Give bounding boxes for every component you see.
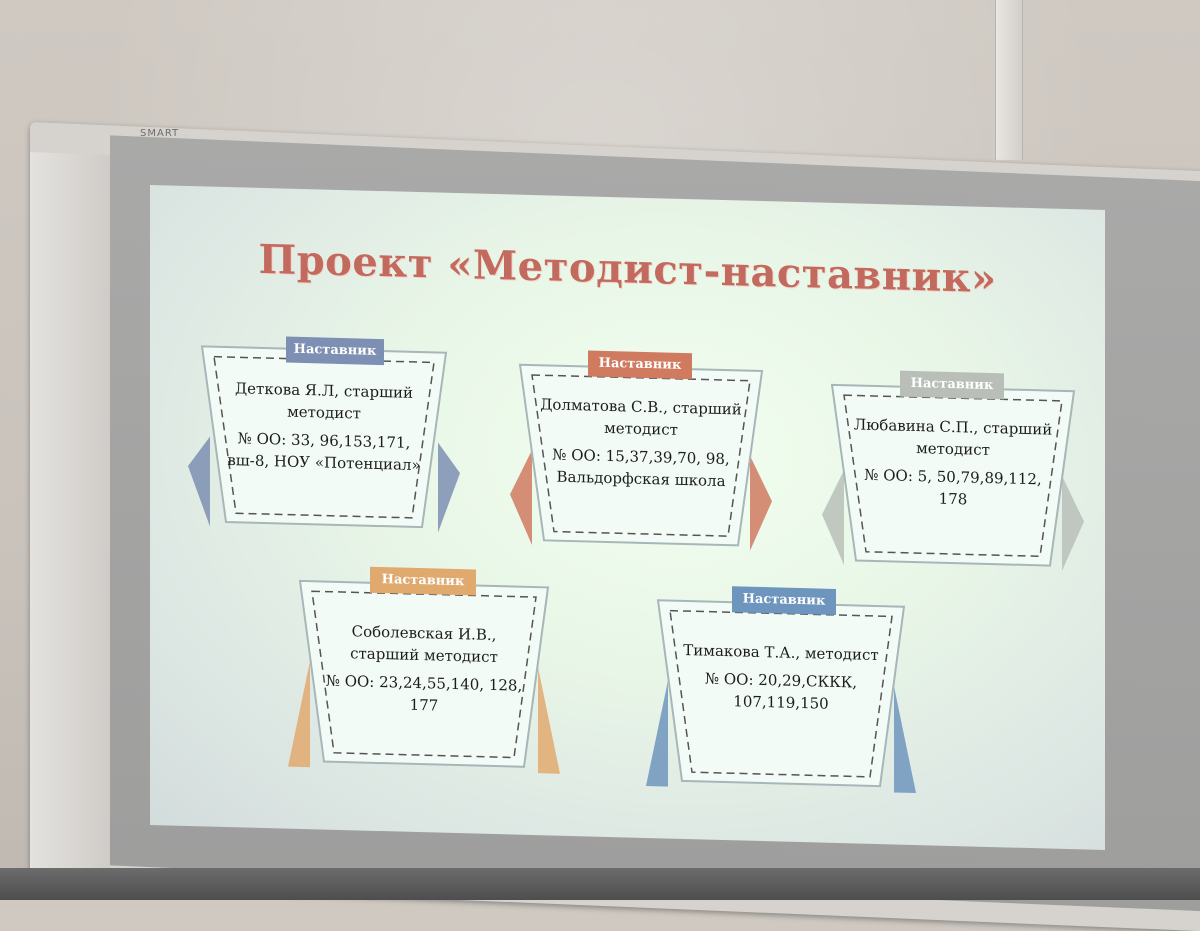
mentor-card-4: Наставник Соболевская И.В., старший мето… (288, 566, 560, 774)
mentor-card-3: Наставник Любавина С.П., старший методис… (822, 370, 1084, 572)
school-list: № ОО: 15,37,39,70, 98, Вальдорфская школ… (552, 445, 730, 491)
card-frame (188, 345, 460, 533)
board-tray (0, 868, 1200, 900)
mentor-name: Долматова С.В., старший методист (540, 395, 742, 439)
slide-title: Проект «Методист-наставник» (258, 235, 997, 303)
card-tab: Наставник (588, 350, 692, 380)
card-text: Любавина С.П., старший методист № ОО: 5,… (852, 413, 1054, 512)
card-text: Тимакова Т.А., методист № ОО: 20,29,СККК… (676, 639, 886, 716)
mentor-name: Соболевская И.В., старший методист (350, 622, 498, 667)
card-tab: Наставник (370, 566, 476, 596)
card-text: Деткова Я.Л, старший методист № ОО: 33, … (218, 377, 430, 477)
school-list: № ОО: 33, 96,153,171, вш-8, НОУ «Потенци… (227, 429, 421, 475)
wall-rail (995, 0, 1023, 160)
mentor-name: Тимакова Т.А., методист (683, 640, 879, 665)
mentor-card-1: Наставник Деткова Я.Л, старший методист … (188, 336, 460, 533)
school-list: № ОО: 20,29,СККК, 107,119,150 (704, 669, 858, 713)
card-text: Соболевская И.В., старший методист № ОО:… (318, 619, 530, 719)
board-brand-label: SMART (140, 128, 180, 139)
school-list: № ОО: 5, 50,79,89,112, 178 (864, 465, 1042, 509)
board-frame-left (30, 152, 110, 886)
card-frame (288, 579, 560, 774)
card-text: Долматова С.В., старший методист № ОО: 1… (540, 393, 742, 492)
card-tab: Наставник (900, 370, 1004, 400)
mentor-card-5: Наставник Тимакова Т.А., методист № ОО: … (646, 586, 916, 794)
card-tab: Наставник (732, 586, 836, 615)
presentation-slide: Проект «Методист-наставник» Наставник Де… (150, 185, 1105, 851)
card-tab: Наставник (286, 336, 384, 366)
card-frame (822, 383, 1084, 571)
mentor-card-2: Наставник Долматова С.В., старший методи… (510, 350, 772, 551)
mentor-name: Любавина С.П., старший методист (853, 415, 1053, 459)
school-list: № ОО: 23,24,55,140, 128, 177 (325, 671, 523, 715)
mentor-name: Деткова Я.Л, старший методист (234, 379, 414, 423)
